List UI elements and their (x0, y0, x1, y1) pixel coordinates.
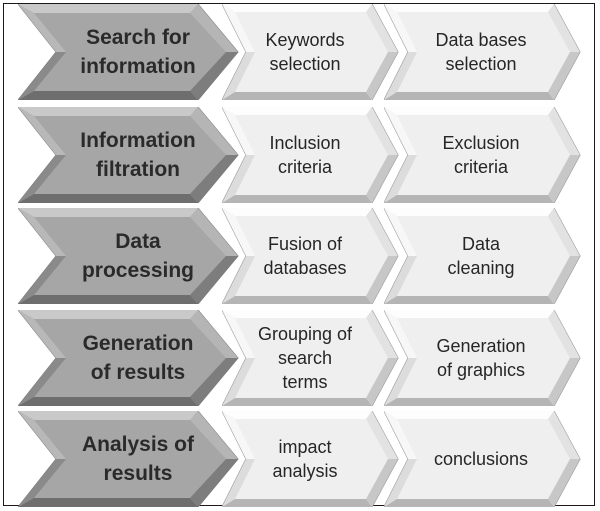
sub-chevron-shape (222, 208, 399, 304)
sub-step-chevron-1 (222, 310, 402, 406)
process-row-2: Information filtration Inclusion criteri… (0, 107, 600, 203)
main-chevron-shape (18, 4, 239, 100)
main-step-chevron (18, 107, 243, 203)
process-row-3: Data processing Fusion of databases Data… (0, 208, 600, 304)
sub-step-chevron-1 (222, 4, 402, 100)
sub-step-chevron-1 (222, 107, 402, 203)
sub-chevron-shape (222, 310, 399, 406)
sub-step-chevron-2 (384, 310, 584, 406)
sub-step-chevron-2 (384, 107, 584, 203)
sub-chevron-shape (384, 208, 581, 304)
sub-chevron-shape (222, 107, 399, 203)
main-step-chevron (18, 310, 243, 406)
process-row-1: Search for information Keywords selectio… (0, 4, 600, 100)
main-chevron-shape (18, 310, 239, 406)
process-row-4: Generation of results Grouping of search… (0, 310, 600, 406)
sub-chevron-shape (384, 310, 581, 406)
sub-chevron-shape (384, 107, 581, 203)
sub-step-chevron-1 (222, 411, 402, 507)
sub-chevron-shape (222, 411, 399, 507)
main-chevron-shape (18, 107, 239, 203)
main-step-chevron (18, 208, 243, 304)
main-step-chevron (18, 411, 243, 507)
process-row-5: Analysis of results impact analysis conc… (0, 411, 600, 507)
sub-chevron-shape (384, 4, 581, 100)
sub-step-chevron-2 (384, 411, 584, 507)
sub-step-chevron-2 (384, 208, 584, 304)
sub-step-chevron-2 (384, 4, 584, 100)
sub-chevron-shape (222, 4, 399, 100)
main-chevron-shape (18, 208, 239, 304)
sub-step-chevron-1 (222, 208, 402, 304)
main-chevron-shape (18, 411, 239, 507)
sub-chevron-shape (384, 411, 581, 507)
main-step-chevron (18, 4, 243, 100)
